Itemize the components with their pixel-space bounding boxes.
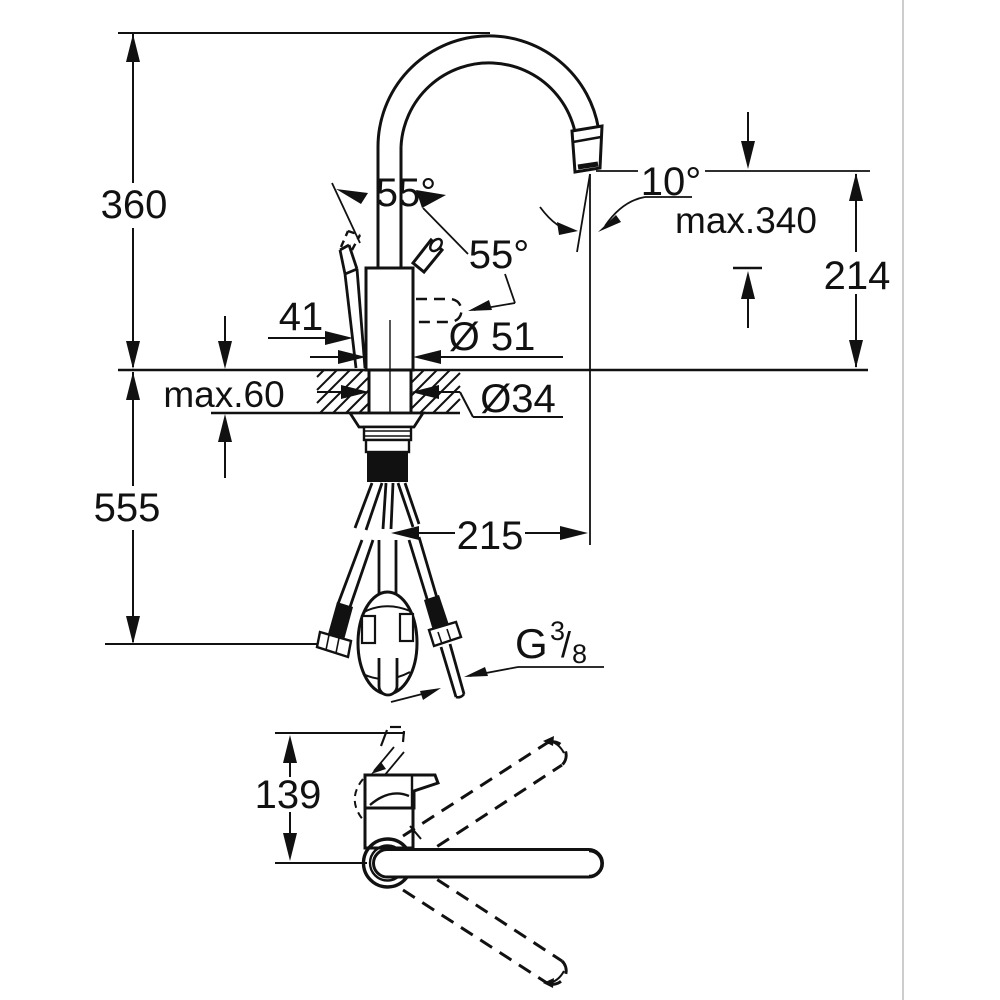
- dim-41: [268, 331, 353, 345]
- handle-lever-left: [338, 229, 367, 369]
- dim-g38-leader: [390, 666, 604, 703]
- hose-end-tip: [377, 658, 399, 697]
- label-max60: max.60: [163, 374, 284, 415]
- label-g38-slash: /: [561, 624, 571, 665]
- label-215: 215: [457, 514, 524, 558]
- mounting-hardware: [347, 411, 426, 482]
- spout-arc: [376, 34, 601, 268]
- label-10deg: 10°: [641, 160, 702, 204]
- spout-swivel-lower-dashed: [402, 865, 568, 986]
- label-139: 139: [255, 773, 322, 817]
- handle-lever-dashed-horizontal: [416, 297, 463, 324]
- label-55-right: 55°: [469, 233, 530, 277]
- spout-end-cap-line: [588, 849, 603, 878]
- dimension-labels: 360 55° 55° 10° max.340 214 41 Ø 51 max.…: [94, 160, 891, 817]
- body-topview: [363, 806, 415, 850]
- dim-360: [126, 34, 140, 369]
- thread-pipe: [439, 646, 458, 698]
- dim-139: [275, 732, 405, 864]
- dim-dia34: [317, 385, 563, 418]
- handle-rotation-pointer: [371, 746, 405, 777]
- label-214: 214: [824, 254, 891, 298]
- dim-55deg-right: [416, 190, 516, 311]
- hose-nut-right: [427, 620, 463, 648]
- label-g38-denominator: 8: [572, 639, 587, 669]
- handle-dome-dashed-arc: [353, 778, 365, 822]
- faucet-top-view: [275, 725, 604, 988]
- spout-swivel-lower-arrow: [543, 970, 565, 988]
- handle-lever-left-dashed-tip: [339, 229, 362, 251]
- supply-hoses-upper: [353, 482, 421, 531]
- label-g38-prefix: G: [515, 620, 548, 667]
- mounting-nut: [367, 452, 408, 482]
- faucet-front-view: [105, 32, 870, 703]
- hose-braid-right: [424, 595, 450, 634]
- dim-555: [105, 372, 331, 645]
- supply-hose-left: [315, 539, 375, 659]
- dim-max60: [218, 316, 232, 478]
- dim-10deg: [539, 170, 870, 545]
- handle-lever-right: [410, 237, 445, 275]
- spout-swivel-upper-arrow: [543, 736, 565, 754]
- pullout-hose-and-weight: [356, 540, 419, 697]
- label-g38: G 3 / 8: [515, 616, 587, 669]
- label-55-left: 55°: [376, 171, 437, 215]
- hose-braid-left: [328, 602, 353, 640]
- label-dia51: Ø 51: [449, 315, 536, 359]
- dim-max340: [733, 112, 762, 328]
- label-360: 360: [101, 183, 168, 227]
- spout-head: [570, 124, 604, 174]
- dim-214: [849, 173, 863, 368]
- label-g38-numerator: 3: [550, 616, 565, 646]
- label-dia34: Ø34: [480, 377, 556, 421]
- dim-55deg-left: [331, 182, 368, 244]
- handle-tip-dashed-topview: [379, 725, 406, 747]
- supply-hose-right: [407, 536, 466, 699]
- mounting-shank: [367, 370, 413, 413]
- aerator-face: [577, 161, 599, 170]
- body-surface-line: [409, 825, 422, 840]
- hose-nut-left: [315, 630, 353, 659]
- dim-dia51: [310, 350, 563, 364]
- dim-215: [391, 526, 588, 540]
- label-max340: max.340: [675, 200, 817, 241]
- spout-swivel-upper-dashed: [402, 740, 568, 861]
- spout-topview: [372, 848, 604, 879]
- label-555: 555: [94, 486, 161, 530]
- label-41: 41: [279, 295, 324, 339]
